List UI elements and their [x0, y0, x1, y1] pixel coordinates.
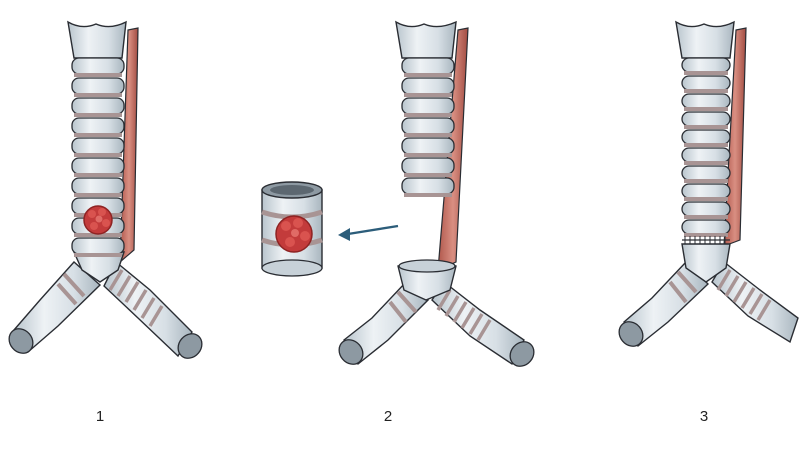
cartilage-ring — [71, 237, 125, 255]
ring-ligament — [684, 143, 728, 147]
cartilage-ring — [681, 183, 731, 199]
ring-ligament — [684, 197, 728, 201]
bronchus-left — [338, 281, 430, 366]
ring-ligament — [684, 179, 728, 183]
larynx-top — [395, 20, 457, 59]
ring-ligament — [404, 173, 452, 177]
cartilage-ring — [401, 157, 455, 175]
arrow-left-icon — [338, 224, 399, 241]
ring-ligament — [684, 89, 728, 93]
bronchus-right-opening — [177, 333, 203, 359]
ring-ligament — [74, 93, 122, 97]
cartilage-ring — [681, 129, 731, 145]
cartilage-ring — [681, 57, 731, 73]
cartilage-ring — [71, 97, 125, 115]
ring-ligament — [404, 153, 452, 157]
cartilage-ring — [401, 97, 455, 115]
ring-ligament — [684, 125, 728, 129]
ring-ligament — [74, 153, 122, 157]
cartilage-ring — [681, 219, 731, 235]
larynx-top — [67, 20, 127, 59]
cartilage-ring — [681, 75, 731, 91]
cartilage-ring — [681, 93, 731, 109]
bronchus-right — [103, 260, 203, 359]
bronchus-left — [618, 260, 710, 348]
ring-ligament — [74, 73, 122, 77]
cartilage-ring — [401, 177, 455, 195]
cartilage-ring — [681, 147, 731, 163]
panel-3-anastomosis — [618, 20, 799, 348]
step-label-2: 2 — [383, 408, 393, 425]
suture-line-icon — [682, 236, 730, 244]
ring-ligament — [684, 233, 728, 237]
bronchus-right — [431, 280, 535, 367]
bronchus-right — [711, 260, 799, 344]
resected-segment — [261, 181, 323, 277]
step-label-1: 1 — [95, 408, 105, 425]
bronchus-left-opening — [8, 328, 34, 354]
tumor-icon — [275, 215, 313, 253]
carina — [681, 243, 731, 283]
ring-ligament — [684, 71, 728, 75]
cartilage-ring — [401, 57, 455, 75]
bronchus-right-opening — [509, 341, 535, 367]
ring-ligament — [74, 193, 122, 197]
trachea-upper-rings — [401, 57, 455, 197]
ring-ligament — [684, 215, 728, 219]
ring-ligament — [74, 253, 122, 257]
tumor-icon — [83, 205, 113, 235]
ring-ligament — [404, 133, 452, 137]
cartilage-ring — [71, 177, 125, 195]
cartilage-ring — [681, 111, 731, 127]
cartilage-ring — [71, 77, 125, 95]
ring-ligament — [74, 133, 122, 137]
cartilage-ring — [401, 77, 455, 95]
ring-ligament — [684, 161, 728, 165]
ring-ligament — [74, 173, 122, 177]
bronchus-left-opening — [618, 321, 644, 347]
cartilage-ring — [681, 201, 731, 217]
ring-ligament — [74, 113, 122, 117]
ring-ligament — [404, 73, 452, 77]
ring-ligament — [404, 93, 452, 97]
cartilage-ring — [681, 165, 731, 181]
cartilage-ring — [71, 117, 125, 135]
ring-ligament — [404, 193, 452, 197]
cartilage-ring — [71, 137, 125, 155]
cartilage-ring — [401, 117, 455, 135]
ring-ligament — [404, 113, 452, 117]
bronchus-left — [8, 261, 102, 354]
larynx-top — [675, 20, 735, 59]
bronchus-left-opening — [338, 339, 364, 365]
stump-opening — [398, 259, 456, 273]
trachea-rings — [681, 57, 731, 237]
cartilage-ring — [401, 137, 455, 155]
cartilage-ring — [71, 157, 125, 175]
ring-ligament — [74, 233, 122, 237]
panel-1-intact-trachea-with-tumor — [8, 20, 203, 359]
panel-2-segment-resection — [261, 20, 535, 367]
ring-ligament — [684, 107, 728, 111]
step-label-3: 3 — [699, 408, 709, 425]
cartilage-ring — [71, 57, 125, 75]
